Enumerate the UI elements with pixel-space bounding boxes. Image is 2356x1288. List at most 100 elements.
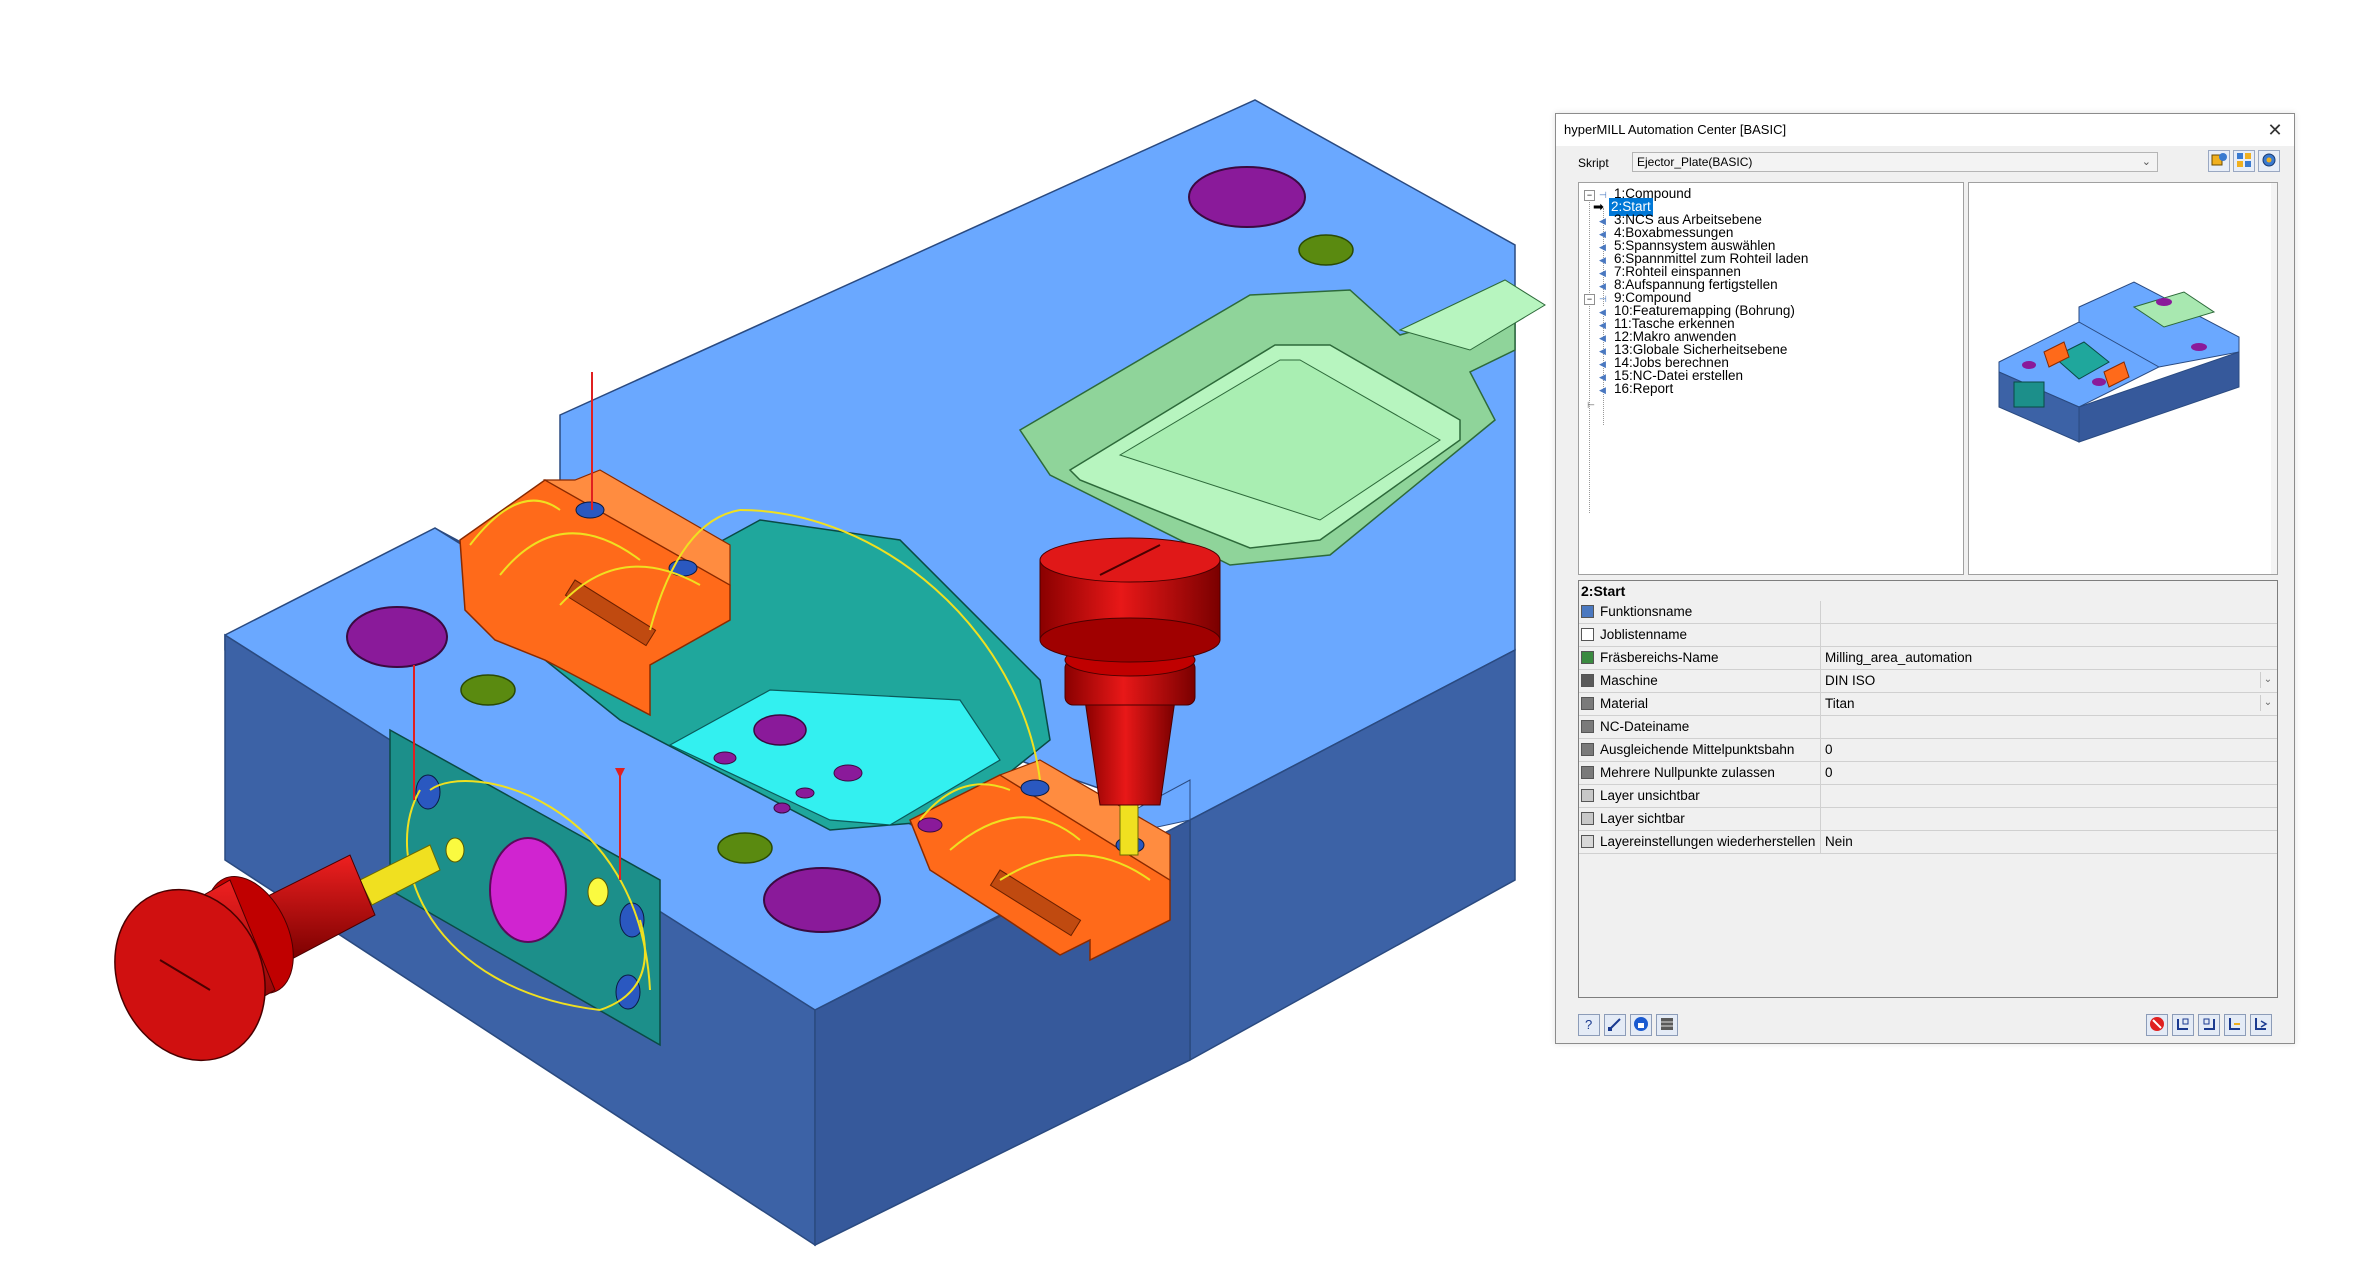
compound-icon: ⊣ xyxy=(1599,190,1607,200)
joblist-icon xyxy=(1581,628,1594,641)
clamp-right-hole-3 xyxy=(917,817,943,833)
tree-guide-line xyxy=(1589,195,1590,513)
property-row[interactable]: Funktionsname xyxy=(1579,601,2277,624)
zero-points-icon xyxy=(1581,766,1594,779)
center-path-icon xyxy=(1581,743,1594,756)
clamp-left-hole-1 xyxy=(575,501,605,519)
stop-icon[interactable] xyxy=(2146,1014,2168,1036)
skript-select-value: Ejector_Plate(BASIC) xyxy=(1637,155,1753,169)
pocket-green-step xyxy=(1118,359,1441,521)
step-icon: ◀ xyxy=(1599,268,1606,278)
step-icon: ◀ xyxy=(1599,320,1606,330)
script-preview xyxy=(1968,182,2278,575)
step-properties-panel[interactable]: 2:Start Funktionsname Joblistenname Fräs… xyxy=(1578,580,2278,998)
lock-icon[interactable] xyxy=(1630,1014,1652,1036)
step-icon: ◀ xyxy=(1599,281,1606,291)
tool-horizontal xyxy=(114,844,441,1062)
chevron-down-icon[interactable]: ⌄ xyxy=(2260,695,2275,711)
property-row[interactable]: NC-Dateiname xyxy=(1579,716,2277,739)
material-icon xyxy=(1581,697,1594,710)
hole-green-front xyxy=(717,832,773,864)
tree-item-compound-1[interactable]: ⊣1:Compound xyxy=(1599,185,1693,203)
tree-item-step[interactable]: ◀4:Boxabmessungen xyxy=(1599,224,1735,242)
settings-icon[interactable] xyxy=(2258,150,2280,172)
milling-area-icon xyxy=(1581,651,1594,664)
edit-script-icon[interactable] xyxy=(2233,150,2255,172)
layer-restore-icon xyxy=(1581,835,1594,848)
step-icon: ◀ xyxy=(1599,229,1606,239)
tree-item-step[interactable]: ◀3:NCS aus Arbeitsebene xyxy=(1599,211,1764,229)
tree-item-step[interactable]: ◀11:Tasche erkennen xyxy=(1599,315,1737,333)
clamp-left-slot xyxy=(564,579,657,647)
tree-item-step[interactable]: ◀13:Globale Sicherheitsebene xyxy=(1599,341,1789,359)
step-icon: ◀ xyxy=(1599,242,1606,252)
tree-item-step[interactable]: ◀15:NC-Datei erstellen xyxy=(1599,367,1745,385)
tree-item-step[interactable]: ◀8:Aufspannung fertigstellen xyxy=(1599,276,1780,294)
side-hole-3 xyxy=(587,877,609,907)
help-icon[interactable]: ? xyxy=(1578,1014,1600,1036)
clamp-right-slot xyxy=(989,869,1082,937)
property-row[interactable]: Layer unsichtbar xyxy=(1579,785,2277,808)
tree-item-step[interactable]: ◀10:Featuremapping (Bohrung) xyxy=(1599,302,1797,320)
side-hole-1 xyxy=(415,774,441,810)
properties-title: 2:Start xyxy=(1581,583,1626,599)
step-icon: ◀ xyxy=(1599,255,1606,265)
side-hole-5 xyxy=(615,974,641,1010)
tree-item-step[interactable]: ◀6:Spannmittel zum Rohteil laden xyxy=(1599,250,1810,268)
hole-cavity-2 xyxy=(833,764,863,782)
step-icon: ◀ xyxy=(1599,333,1606,343)
window-title: hyperMILL Automation Center [BASIC] xyxy=(1564,122,1787,137)
collapse-toggle-compound-1[interactable]: − xyxy=(1584,190,1595,201)
tree-item-step[interactable]: ◀16:Report xyxy=(1599,380,1675,398)
tree-item-step[interactable]: ◀5:Spannsystem auswählen xyxy=(1599,237,1777,255)
collapse-toggle-compound-9[interactable]: − xyxy=(1584,294,1595,305)
chevron-down-icon: ⌄ xyxy=(2141,156,2151,168)
step-icon: ◀ xyxy=(1599,372,1606,382)
pocket-green-notch xyxy=(1398,279,1546,351)
property-row[interactable]: Layer sichtbar xyxy=(1579,808,2277,831)
clamp-right-hole-1 xyxy=(1020,779,1050,797)
current-step-arrow-icon: ➡ xyxy=(1593,199,1604,214)
grid-icon[interactable] xyxy=(1656,1014,1678,1036)
function-icon xyxy=(1581,605,1594,618)
hole-cavity-3 xyxy=(795,787,815,799)
chevron-down-icon[interactable]: ⌄ xyxy=(2260,672,2275,688)
preview-scrollbar[interactable] xyxy=(2271,183,2277,574)
step-back-icon[interactable] xyxy=(2224,1014,2246,1036)
hole-purple-top xyxy=(1188,166,1306,228)
preview-image-area xyxy=(1969,267,2277,483)
step-over-icon[interactable] xyxy=(2198,1014,2220,1036)
cavity-floor xyxy=(668,689,1001,826)
run-script-icon[interactable] xyxy=(2208,150,2230,172)
hole-green-left xyxy=(460,674,516,706)
close-icon[interactable]: ✕ xyxy=(2267,120,2283,140)
tree-guide-line xyxy=(1603,208,1604,306)
step-out-icon[interactable] xyxy=(2250,1014,2272,1036)
tree-item-step[interactable]: ◀14:Jobs berechnen xyxy=(1599,354,1731,372)
skript-select[interactable]: Ejector_Plate(BASIC) ⌄ xyxy=(1632,152,2158,172)
tree-item-start[interactable]: ➡2:Start xyxy=(1593,198,1653,216)
tree-item-step[interactable]: ◀7:Rohteil einspannen xyxy=(1599,263,1743,281)
title-bar[interactable]: hyperMILL Automation Center [BASIC] ✕ xyxy=(1556,114,2294,146)
preview-part-thumbnail xyxy=(1998,281,2240,443)
script-tree[interactable]: − ⊣1:Compound ➡2:Start ◀3:NCS aus Arbeit… xyxy=(1578,182,1964,575)
tree-item-compound-9[interactable]: ⊣9:Compound xyxy=(1599,289,1693,307)
hole-purple-left xyxy=(346,606,448,668)
probe-tip-3 xyxy=(615,768,625,778)
property-row[interactable]: Joblistenname xyxy=(1579,624,2277,647)
hole-cavity-1 xyxy=(713,751,737,765)
cad-viewport[interactable] xyxy=(0,0,1560,1288)
svg-text:?: ? xyxy=(1585,1017,1592,1032)
tree-item-step[interactable]: ◀12:Makro anwenden xyxy=(1599,328,1738,346)
compound-icon: ⊣ xyxy=(1599,294,1607,304)
nc-file-icon xyxy=(1581,720,1594,733)
edit-icon[interactable] xyxy=(1604,1014,1626,1036)
automation-center-dialog[interactable]: hyperMILL Automation Center [BASIC] ✕ Sk… xyxy=(1555,113,2295,1044)
step-into-icon[interactable] xyxy=(2172,1014,2194,1036)
